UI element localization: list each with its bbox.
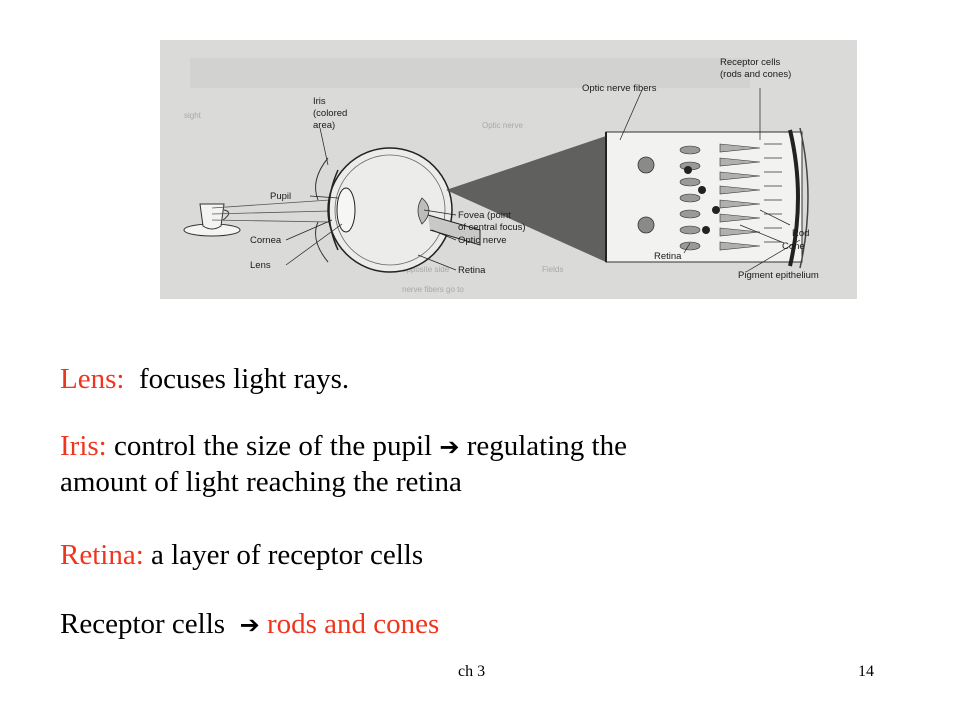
label-rod: Rod — [792, 228, 809, 239]
iris-term: Iris: — [60, 430, 107, 462]
label-receptor-cells-1: Receptor cells — [720, 57, 780, 68]
arrow-icon: ➔ — [239, 611, 260, 639]
lens-description: focuses light rays. — [124, 363, 350, 395]
svg-text:opposite side: opposite side — [402, 265, 450, 274]
svg-text:sight: sight — [184, 111, 202, 120]
rods-and-cones-term: rods and cones — [259, 608, 440, 640]
label-cornea: Cornea — [250, 235, 282, 246]
receptor-cells-definition: Receptor cells ➔ rods and cones — [60, 607, 439, 643]
iris-definition: Iris: control the size of the pupil ➔ re… — [60, 429, 627, 500]
label-retina-right: Retina — [654, 251, 682, 262]
label-fovea-2: of central focus) — [458, 222, 526, 233]
arrow-icon: ➔ — [439, 433, 460, 461]
svg-text:nerve fibers go to: nerve fibers go to — [402, 285, 464, 294]
label-iris-3: area) — [313, 120, 335, 131]
retina-definition: Retina: a layer of receptor cells — [60, 538, 423, 573]
retina-description: a layer of receptor cells — [143, 539, 424, 571]
eye-diagram-figure: sight Optic nerve Figure the retina oppo… — [160, 40, 857, 299]
iris-description-end: regulating the — [459, 430, 627, 462]
svg-text:Optic nerve: Optic nerve — [482, 121, 523, 130]
label-iris-2: (colored — [313, 108, 347, 119]
label-cone: Cone — [782, 241, 805, 252]
lens-definition: Lens: focuses light rays. — [60, 362, 349, 397]
receptor-cells-lead: Receptor cells — [60, 608, 240, 640]
eyeball-icon — [315, 147, 481, 273]
iris-description-line2: amount of light reaching the retina — [60, 466, 462, 498]
label-fovea-1: Fovea (point — [458, 210, 511, 221]
footer-page-number: 14 — [858, 663, 874, 680]
label-pupil: Pupil — [270, 191, 291, 202]
magnification-cone — [446, 136, 606, 262]
label-retina-left: Retina — [458, 265, 486, 276]
label-optic-nerve-fibers: Optic nerve fibers — [582, 83, 657, 94]
retina-term: Retina: — [60, 539, 144, 571]
svg-text:Fields: Fields — [542, 265, 563, 274]
label-optic-nerve: Optic nerve — [458, 235, 507, 246]
label-lens: Lens — [250, 260, 271, 271]
lens-term: Lens: — [60, 363, 125, 395]
label-iris-1: Iris — [313, 96, 326, 107]
eye-anatomy-illustration: sight Optic nerve Figure the retina oppo… — [183, 57, 819, 294]
retina-cross-section — [605, 127, 809, 269]
teacup-icon — [183, 203, 241, 237]
iris-description-start: control the size of the pupil — [106, 430, 440, 462]
label-receptor-cells-2: (rods and cones) — [720, 69, 791, 80]
label-pigment-epithelium: Pigment epithelium — [738, 270, 819, 281]
footer-chapter: ch 3 — [458, 663, 486, 680]
